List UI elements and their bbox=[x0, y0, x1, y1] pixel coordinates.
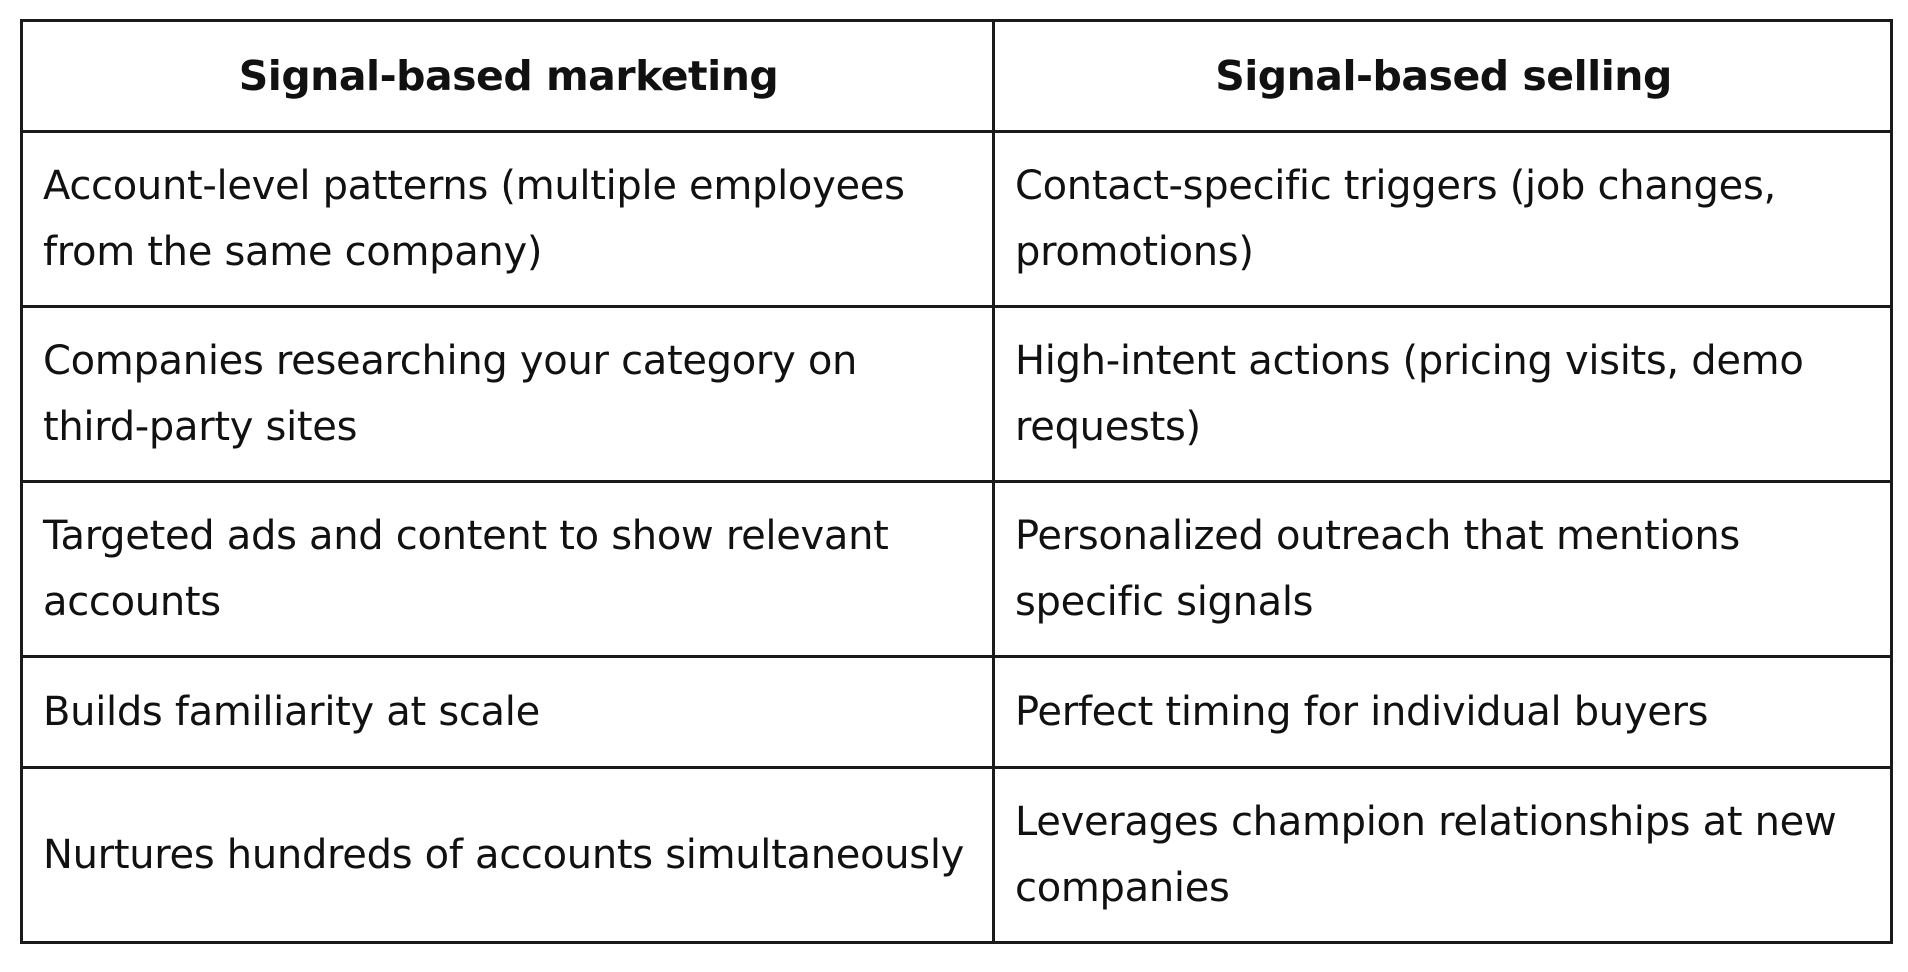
table-row: Account-level patterns (multiple employe… bbox=[20, 130, 1893, 308]
table-cell-marketing: Account-level patterns (multiple employe… bbox=[20, 130, 995, 308]
table-header: Signal-based marketing Signal-based sell… bbox=[20, 19, 1893, 133]
table-cell-marketing: Companies researching your category on t… bbox=[20, 305, 995, 483]
table-cell-marketing: Targeted ads and content to show relevan… bbox=[20, 480, 995, 658]
table-cell-selling: Perfect timing for individual buyers bbox=[992, 655, 1893, 769]
table-body: Account-level patterns (multiple employe… bbox=[20, 130, 1893, 944]
table-row: Targeted ads and content to show relevan… bbox=[20, 480, 1893, 658]
table-cell-selling: Personalized outreach that mentions spec… bbox=[992, 480, 1893, 658]
table-cell-selling: Leverages champion relationships at new … bbox=[992, 766, 1893, 944]
header-signal-based-marketing: Signal-based marketing bbox=[20, 19, 995, 133]
table-cell-selling: High-intent actions (pricing visits, dem… bbox=[992, 305, 1893, 483]
table-row: Companies researching your category on t… bbox=[20, 305, 1893, 483]
table-cell-marketing: Builds familiarity at scale bbox=[20, 655, 995, 769]
table-header-row: Signal-based marketing Signal-based sell… bbox=[20, 19, 1893, 133]
comparison-table-container: Signal-based marketing Signal-based sell… bbox=[20, 19, 1893, 944]
table-row: Builds familiarity at scale Perfect timi… bbox=[20, 655, 1893, 769]
table-row: Nurtures hundreds of accounts simultaneo… bbox=[20, 766, 1893, 944]
table-cell-marketing: Nurtures hundreds of accounts simultaneo… bbox=[20, 766, 995, 944]
table-cell-selling: Contact-specific triggers (job changes, … bbox=[992, 130, 1893, 308]
header-signal-based-selling: Signal-based selling bbox=[992, 19, 1893, 133]
comparison-table: Signal-based marketing Signal-based sell… bbox=[20, 19, 1893, 944]
